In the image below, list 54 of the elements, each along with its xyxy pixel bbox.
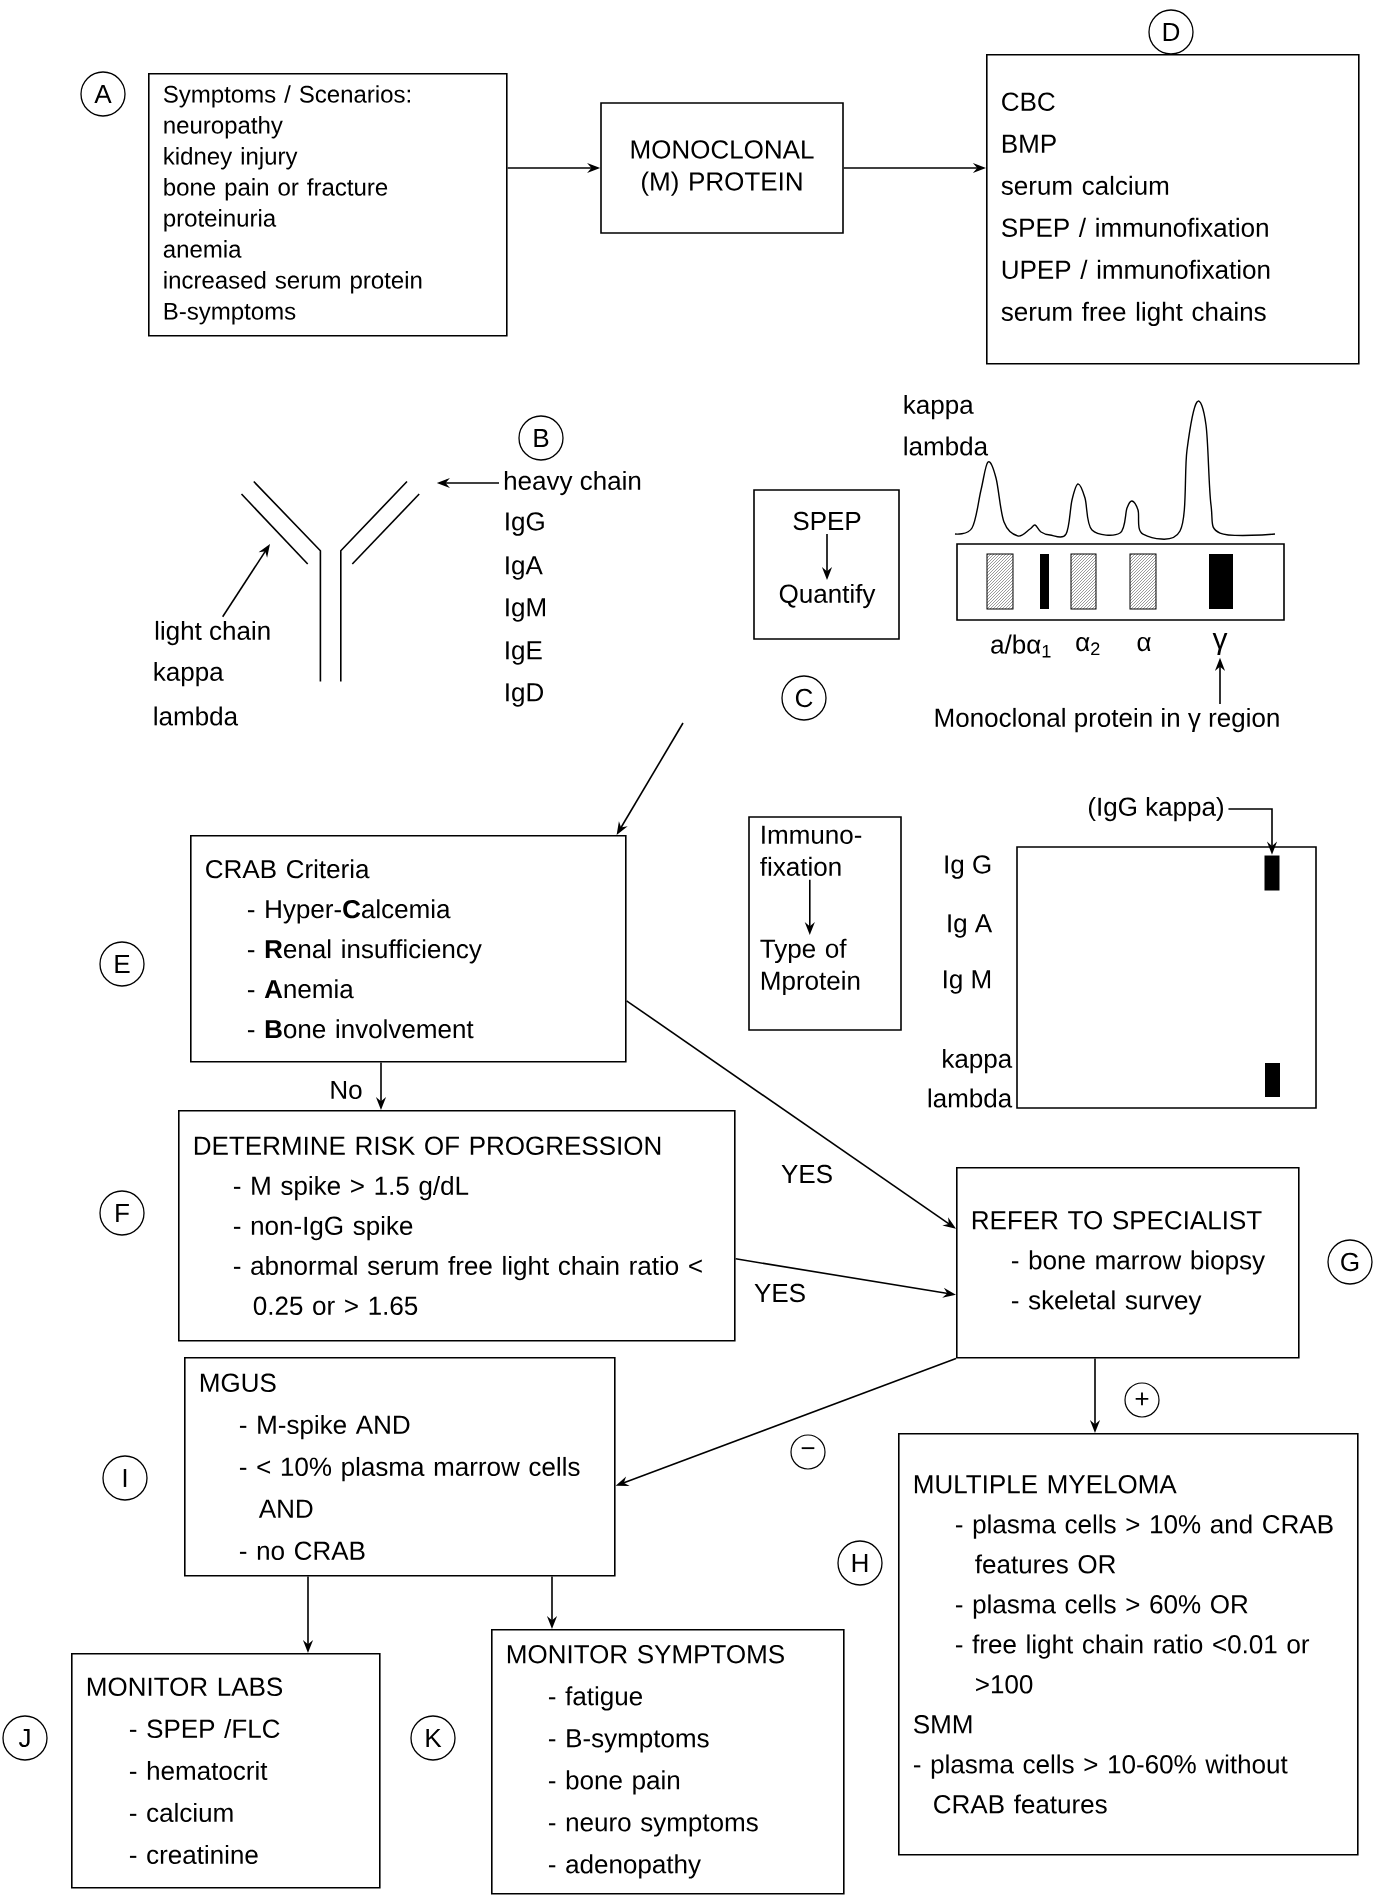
class-label: IgA	[506, 556, 543, 580]
process-box: DETERMINE RISK OF PROGRESSION - M spike > 1.5 g/dL - non-IgG spike - abnormal serum free light chain ratio < 0.25 or > 1.65	[178, 1110, 736, 1342]
chain-label: kappa	[154, 661, 224, 687]
edge-label: YES	[779, 1162, 835, 1186]
annotation-text: (IgG kappa)	[1088, 796, 1223, 822]
fraction-label: a/bα$_{1}$	[991, 634, 1051, 658]
method-label: Quantify	[779, 583, 876, 609]
method-label: SPEP	[793, 511, 861, 531]
row-label: Ig A	[948, 914, 993, 938]
circled-letter: H	[837, 1540, 883, 1586]
circled-letter: I	[102, 1455, 148, 1501]
circled-letter: J	[2, 1715, 48, 1761]
chain-label: lambda	[154, 706, 239, 726]
chain-label: kappa	[904, 394, 974, 420]
circled-letter: F	[99, 1190, 145, 1236]
circled-letter: B	[518, 415, 564, 461]
chain-label: heavy chain	[504, 470, 641, 496]
class-label: IgE	[506, 641, 542, 665]
edge-label: +	[1124, 1382, 1160, 1418]
test-list-box: CBC BMP serum calcium SPEP / immunofixation UPEP / immunofixation serum free light chains	[986, 54, 1360, 365]
row-label: Ig M	[944, 970, 991, 994]
circled-letter: E	[99, 941, 145, 987]
symptom-list-box: Symptoms / Scenarios: neuropathy kidney injury bone pain or fracture proteinuria anemia increased serum protein B-symptoms	[148, 73, 508, 337]
chain-label: lambda	[904, 436, 989, 456]
process-box: CRAB Criteria - Hyper-Calcemia - Renal insufficiency - Anemia - Bone involvement	[190, 835, 627, 1063]
class-label: IgD	[506, 683, 543, 707]
circled-letter: K	[410, 1715, 456, 1761]
fraction-label: α	[1137, 636, 1151, 652]
row-label: Ig G	[945, 855, 991, 879]
row-label: kappa	[943, 1048, 1013, 1074]
edge-label: YES	[752, 1281, 808, 1305]
method-box	[753, 489, 900, 640]
process-box: REFER TO SPECIALIST - bone marrow biopsy - skeletal survey	[956, 1167, 1300, 1359]
method-box	[748, 816, 902, 1031]
method-label: Immuno-fixation	[760, 825, 862, 876]
class-label: IgG	[506, 512, 544, 536]
process-box: MGUS - M-spike AND - < 10% plasma marrow cells AND - no CRAB	[184, 1357, 616, 1577]
chain-label: light chain	[155, 620, 270, 646]
edge-label: No	[327, 1078, 365, 1102]
circled-letter: D	[1148, 9, 1194, 55]
fraction-label: α$_{2}$	[1076, 636, 1100, 656]
process-box: MONITOR LABS - SPEP /FLC - hematocrit - calcium - creatinine	[71, 1653, 381, 1889]
circled-letter: A	[80, 71, 126, 117]
process-box: MONITOR SYMPTOMS - fatigue - B-symptoms - bone pain - neuro symptoms - adenopathy	[491, 1629, 845, 1895]
circled-letter: G	[1327, 1239, 1373, 1285]
edge-label: −	[790, 1434, 826, 1470]
circled-letter: C	[781, 675, 827, 721]
band-label: γ	[1212, 633, 1228, 656]
class-label: IgM	[506, 598, 545, 622]
annotation-text: Monoclonal protein in γ region	[935, 707, 1279, 733]
method-label: Type of Mprotein	[760, 938, 860, 995]
process-box: MULTIPLE MYELOMA - plasma cells > 10% and CRAB features OR - plasma cells > 60% OR - free light chain ratio <0.01 or >100 SMM - plasma cells > 10-60% without CRAB features	[898, 1433, 1359, 1856]
process-box: MONOCLONAL (M) PROTEIN	[600, 102, 844, 234]
row-label: lambda	[928, 1088, 1013, 1108]
